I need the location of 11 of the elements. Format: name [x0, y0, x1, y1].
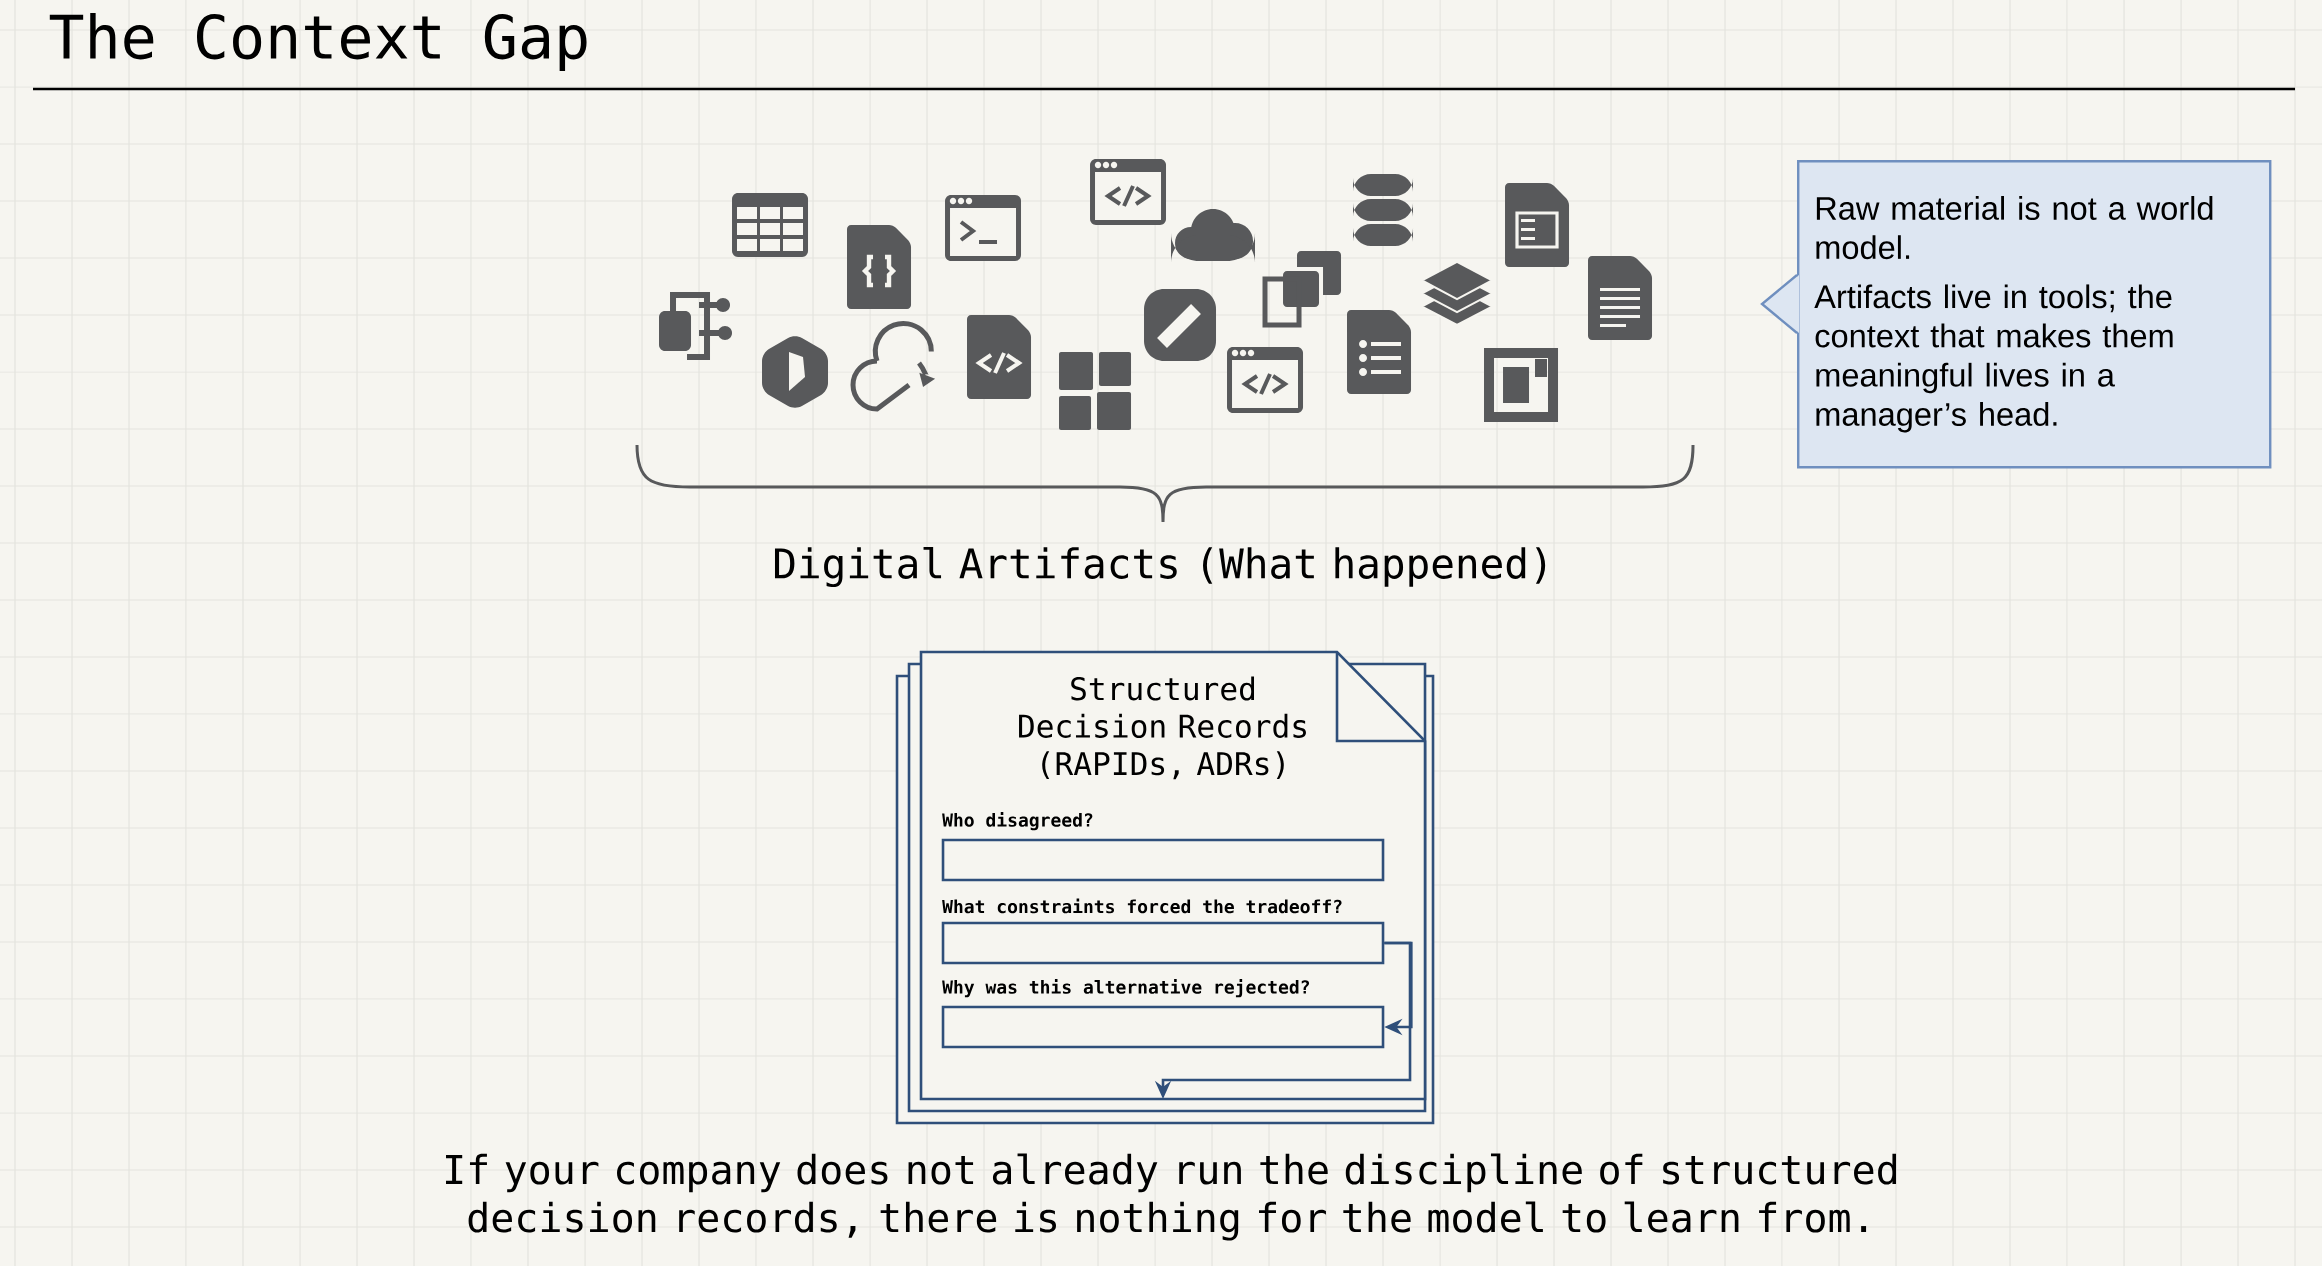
caption-label: Digital Artifacts (What happened) — [775, 546, 1546, 588]
input-field: What constraints forced the tradeoff? — [941, 898, 1385, 965]
input-field: Why was this alternative rejected? — [941, 978, 1385, 1049]
title: The Context Gap — [49, 13, 587, 72]
arrow — [1384, 941, 1413, 1036]
callout-box: Raw material is not a world model. Artifacts live in tools; the context that makes them meaningful lives in a manager’s head. — [1760, 160, 2272, 469]
node-label: What constraints forced the tradeoff? — [942, 898, 1342, 914]
footnote-text: If your company does not already run the discipline of structured decision records, there is nothing for the model to learn from. — [446, 1153, 1897, 1241]
input-field: Who disagreed? — [941, 811, 1385, 882]
node-label: Who disagreed? — [942, 811, 1093, 831]
node-label: Why was this alternative rejected? — [942, 978, 1310, 998]
